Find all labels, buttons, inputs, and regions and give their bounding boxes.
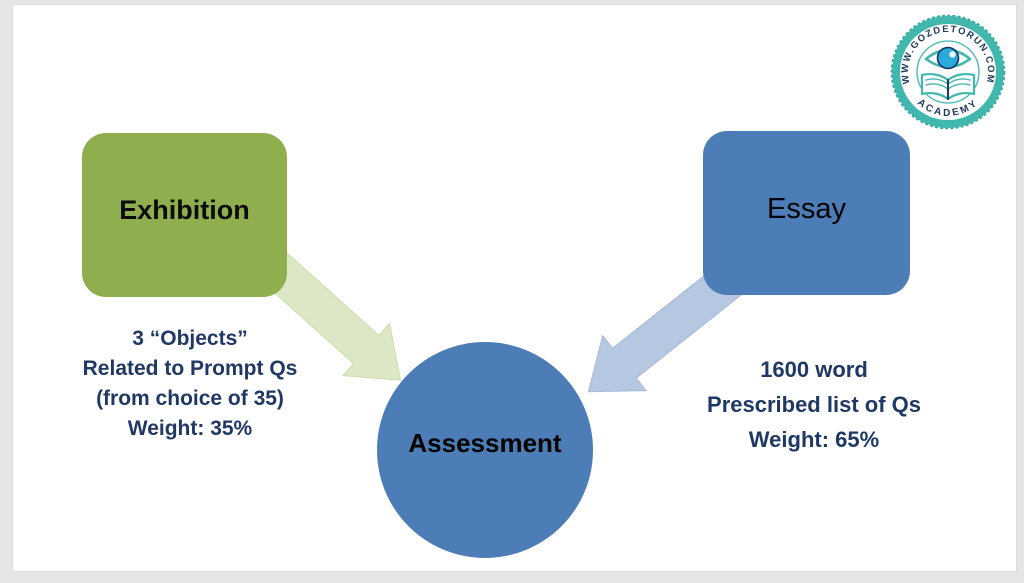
exhibition-detail-line: Related to Prompt Qs (82, 357, 298, 380)
academy-logo: WWW.GOZDETORUN.COM ACADEMY (890, 14, 1006, 130)
eye-icon (924, 46, 972, 70)
exhibition-details: 3 “Objects” Related to Prompt Qs (from c… (45, 324, 335, 444)
essay-detail-line: 1600 word (760, 357, 868, 382)
essay-box: Essay (703, 131, 910, 295)
exhibition-box: Exhibition (82, 133, 287, 297)
exhibition-detail-line: Weight: 35% (127, 417, 253, 440)
slide-background: Exhibition Essay Assessment 3 “Objects” … (13, 5, 1016, 571)
essay-label: Essay (767, 192, 846, 225)
exhibition-detail-line: (from choice of 35) (96, 387, 284, 410)
assessment-circle: Assessment (377, 342, 593, 558)
essay-detail-line: Prescribed list of Qs (707, 392, 921, 417)
exhibition-detail-line: 3 “Objects” (132, 327, 248, 350)
essay-detail-line: Weight: 65% (748, 427, 880, 452)
book-icon (920, 72, 976, 101)
essay-details: 1600 word Prescribed list of Qs Weight: … (669, 352, 959, 457)
exhibition-label: Exhibition (119, 194, 250, 225)
assessment-label: Assessment (408, 427, 562, 458)
logo-scallop-edge (890, 14, 1006, 130)
